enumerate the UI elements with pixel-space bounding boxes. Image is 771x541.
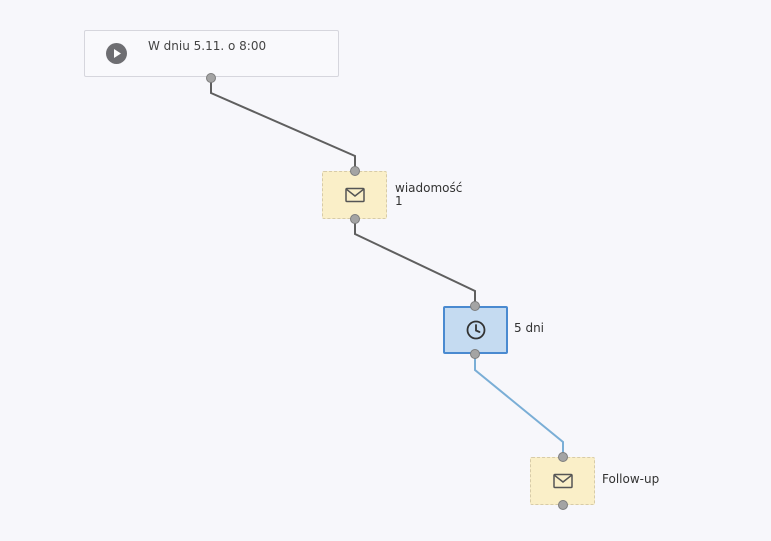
play-icon: [106, 43, 127, 64]
connector-delay-to-followup[interactable]: [474, 354, 564, 457]
email-node-followup-output-port[interactable]: [558, 500, 568, 510]
delay-node-output-port[interactable]: [470, 349, 480, 359]
email-node-1-input-port[interactable]: [350, 166, 360, 176]
email-node-followup-input-port[interactable]: [558, 452, 568, 462]
email-node-followup[interactable]: [530, 457, 595, 505]
envelope-icon: [552, 473, 573, 489]
trigger-node[interactable]: W dniu 5.11. o 8:00: [84, 30, 339, 77]
connector-email-1-to-delay[interactable]: [354, 219, 476, 306]
connector-trigger-to-email-1[interactable]: [210, 78, 356, 171]
email-node-1-label: wiadomość 1: [395, 182, 462, 208]
trigger-label: W dniu 5.11. o 8:00: [148, 39, 267, 53]
trigger-output-port[interactable]: [206, 73, 216, 83]
clock-icon: [466, 320, 485, 340]
delay-node[interactable]: [443, 306, 508, 354]
email-node-1-output-port[interactable]: [350, 214, 360, 224]
email-node-1[interactable]: [322, 171, 387, 219]
delay-node-label: 5 dni: [514, 321, 545, 335]
email-node-followup-label: Follow-up: [602, 472, 660, 486]
delay-node-input-port[interactable]: [470, 301, 480, 311]
email-node-1-label-line1: wiadomość: [395, 181, 463, 195]
envelope-icon: [344, 187, 365, 203]
email-node-1-label-line2: 1: [395, 194, 403, 208]
